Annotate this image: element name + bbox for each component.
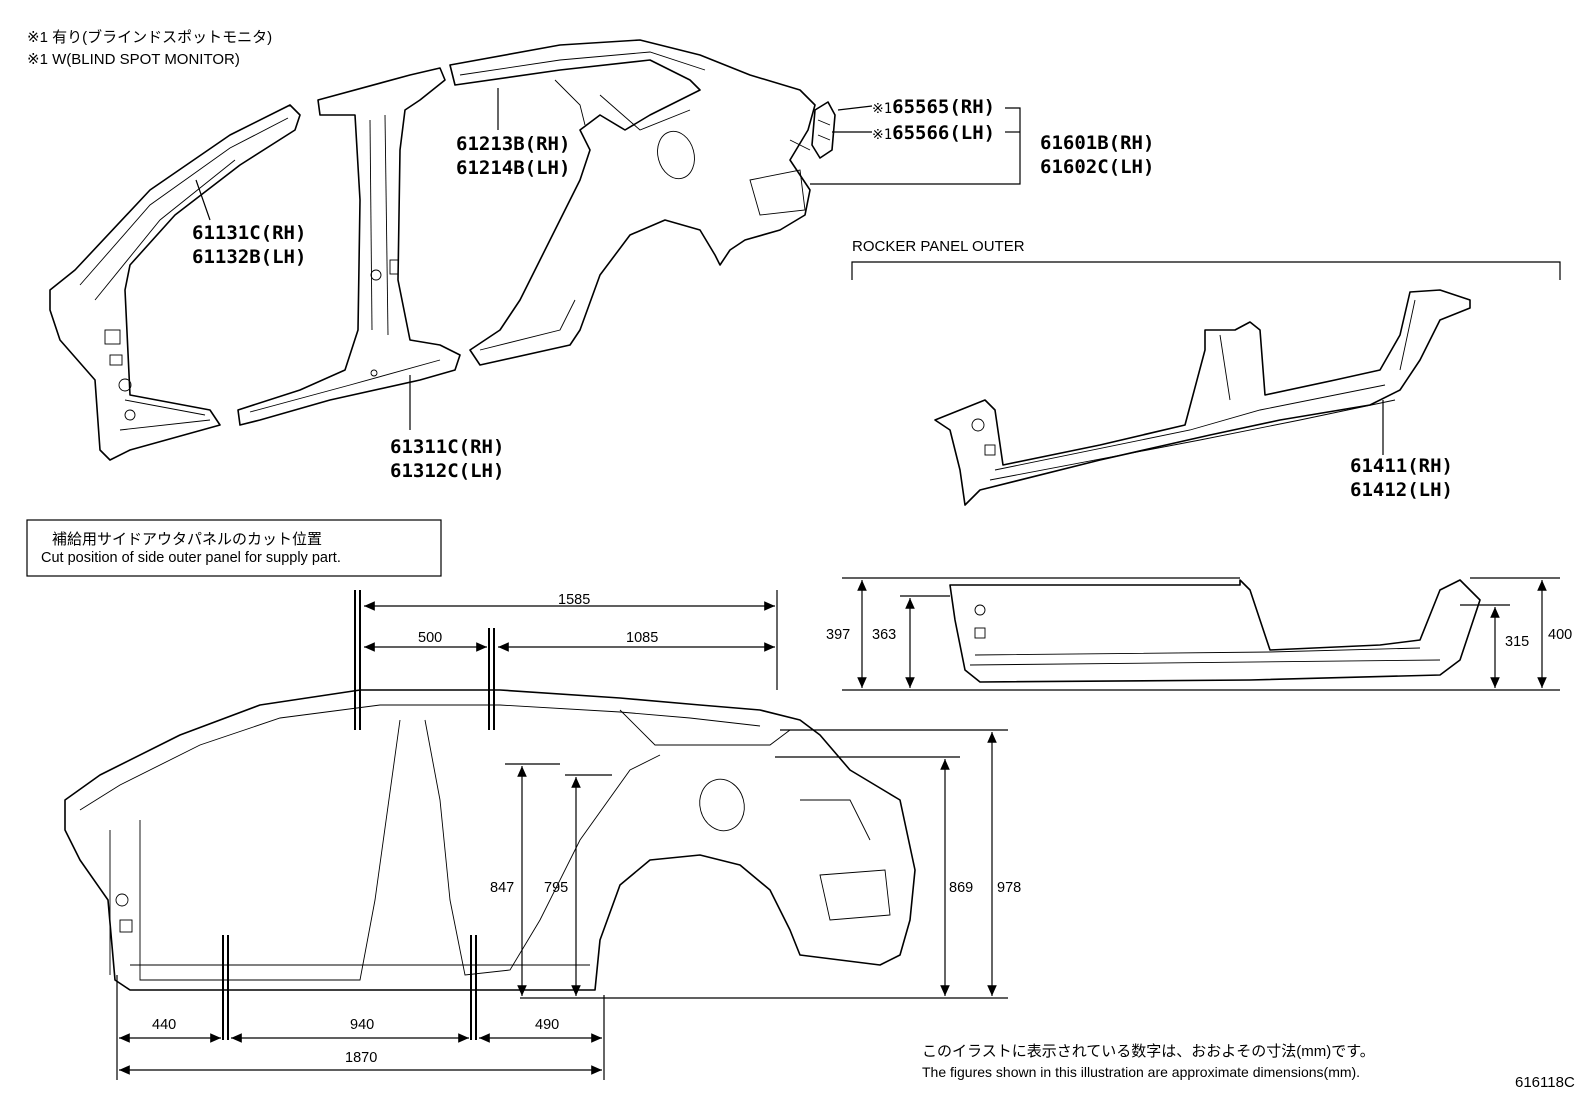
dim-500: 500 (418, 630, 443, 646)
note-en: ※1 W(BLIND SPOT MONITOR) (27, 51, 240, 68)
cut-box-title-en: Cut position of side outer panel for sup… (41, 550, 341, 566)
horizontal-dimension-lines (116, 590, 778, 1080)
dim-940: 940 (350, 1017, 375, 1033)
label-center-pillar-lh: 61312C(LH) (390, 460, 505, 482)
label-rocker-lh: 61412(LH) (1350, 479, 1453, 501)
diagram-code: 616118C (1515, 1074, 1575, 1091)
dim-1870: 1870 (345, 1050, 378, 1066)
label-bracket-rh: ※165565(RH) (872, 96, 995, 118)
dim-397: 397 (826, 627, 851, 643)
label-quarter-lh: 61602C(LH) (1040, 156, 1155, 178)
label-roof-rail-rh: 61213B(RH) (456, 133, 571, 155)
rocker-panel-part (851, 261, 1561, 506)
label-front-pillar-lh: 61132B(LH) (192, 246, 307, 268)
dim-847: 847 (490, 880, 515, 896)
note-jp: ※1 有り(ブラインドスポットモニタ) (27, 29, 273, 46)
label-front-pillar-rh: 61131C(RH) (192, 222, 307, 244)
rocker-title: ROCKER PANEL OUTER (852, 238, 1025, 255)
vertical-dimension-lines (505, 729, 1008, 999)
cut-box-title-jp: 補給用サイドアウタパネルのカット位置 (52, 531, 323, 548)
cut-position-box (26, 519, 442, 577)
bracket-lh-text: 65566(LH) (892, 122, 996, 144)
bracket-rh-text: 65565(RH) (892, 96, 996, 118)
side-outer-panel-drawing (64, 689, 916, 991)
label-center-pillar-rh: 61311C(RH) (390, 436, 505, 458)
bracket-mark: ※1 (872, 127, 893, 143)
dim-400: 400 (1548, 627, 1573, 643)
dim-490: 490 (535, 1017, 560, 1033)
dim-1085: 1085 (626, 630, 659, 646)
label-bracket-lh: ※165566(LH) (872, 122, 995, 144)
cut-lines (222, 590, 495, 1040)
footer-jp: このイラストに表示されている数字は、おおよその寸法(mm)です。 (922, 1043, 1375, 1060)
dim-978: 978 (997, 880, 1022, 896)
center-pillar-part (237, 67, 461, 426)
bracket-mark: ※1 (872, 101, 893, 117)
bsm-bracket-part (811, 101, 836, 159)
dim-363: 363 (872, 627, 897, 643)
leader-lines (195, 88, 1384, 455)
dim-315: 315 (1505, 634, 1530, 650)
dim-1585: 1585 (558, 592, 591, 608)
dim-795: 795 (544, 880, 569, 896)
rocker-dimension-drawing (842, 577, 1560, 691)
dim-440: 440 (152, 1017, 177, 1033)
label-roof-rail-lh: 61214B(LH) (456, 157, 571, 179)
front-pillar-part (49, 104, 301, 461)
quarter-panel-part (449, 39, 816, 366)
dim-869: 869 (949, 880, 974, 896)
label-quarter-rh: 61601B(RH) (1040, 132, 1155, 154)
label-rocker-rh: 61411(RH) (1350, 455, 1453, 477)
footer-en: The figures shown in this illustration a… (922, 1064, 1361, 1080)
